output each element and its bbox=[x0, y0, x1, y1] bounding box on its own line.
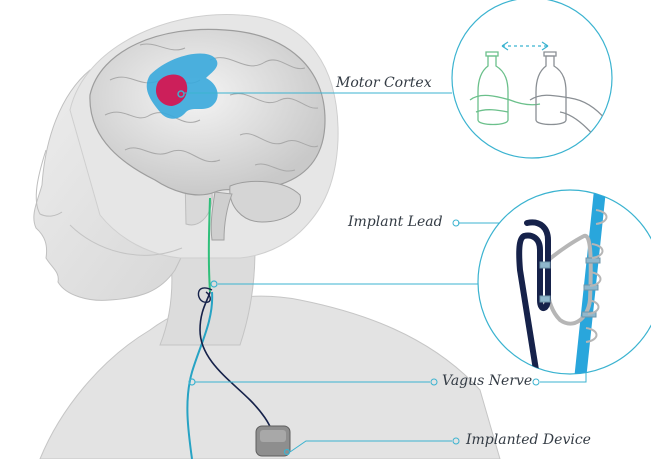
neck-green-lead bbox=[209, 198, 210, 292]
motor-function-inset bbox=[452, 0, 612, 158]
implanted-device bbox=[256, 426, 290, 456]
label-implanted-device: Implanted Device bbox=[466, 432, 591, 448]
lead-detail-inset bbox=[478, 190, 651, 380]
label-implant-lead: Implant Lead bbox=[348, 214, 443, 230]
label-vagus-nerve: Vagus Nerve bbox=[442, 373, 532, 389]
label-motor-cortex: Motor Cortex bbox=[336, 75, 432, 91]
